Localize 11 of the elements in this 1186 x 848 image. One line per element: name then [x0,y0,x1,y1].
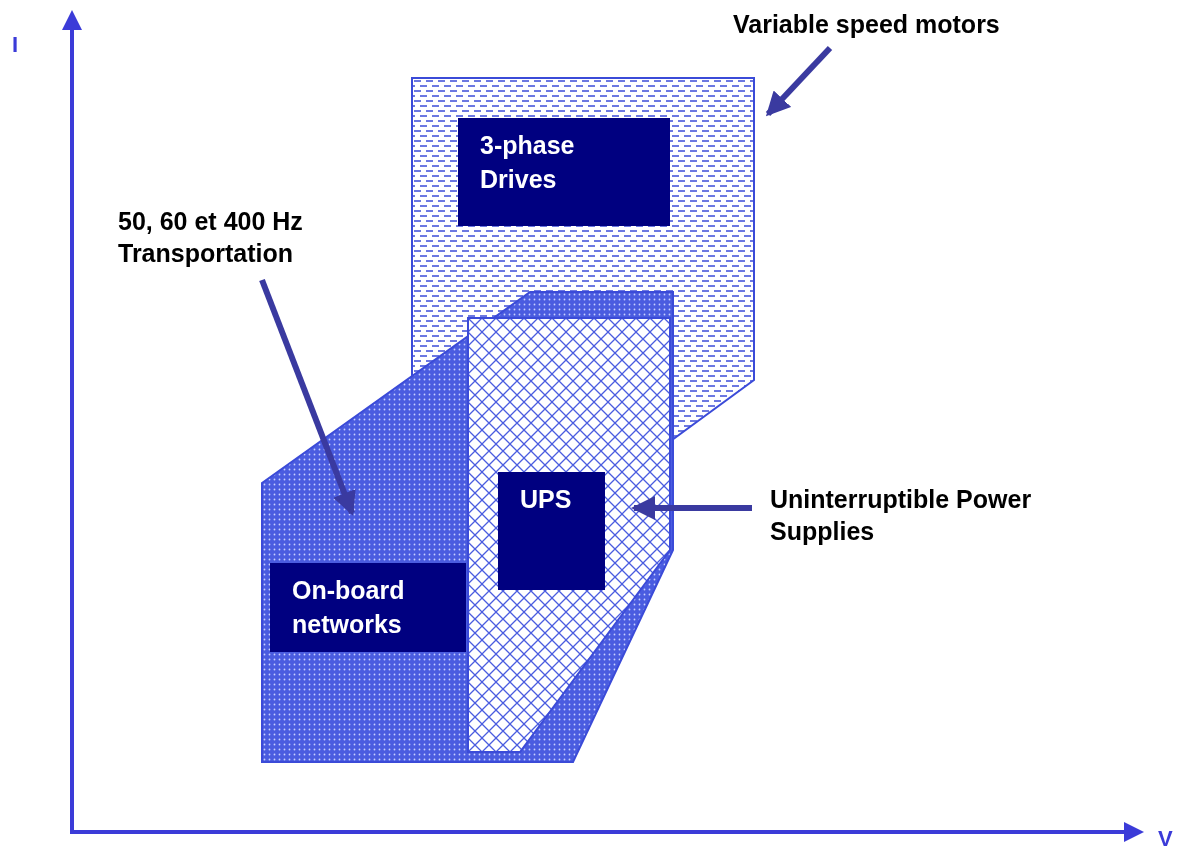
application-box: UPS [498,472,605,590]
callout-text: Uninterruptible Power Supplies [770,483,1100,547]
callout-text: 50, 60 et 400 Hz Transportation [118,205,378,269]
leader-arrow [259,278,356,516]
leader-arrow [765,45,833,117]
callout-text: Variable speed motors [733,8,1113,40]
application-box: On-board networks [270,563,466,652]
axis-label: V [1158,826,1173,848]
axis-label: I [12,32,19,58]
leader-arrow [631,496,752,520]
application-box: 3-phase Drives [458,118,670,226]
